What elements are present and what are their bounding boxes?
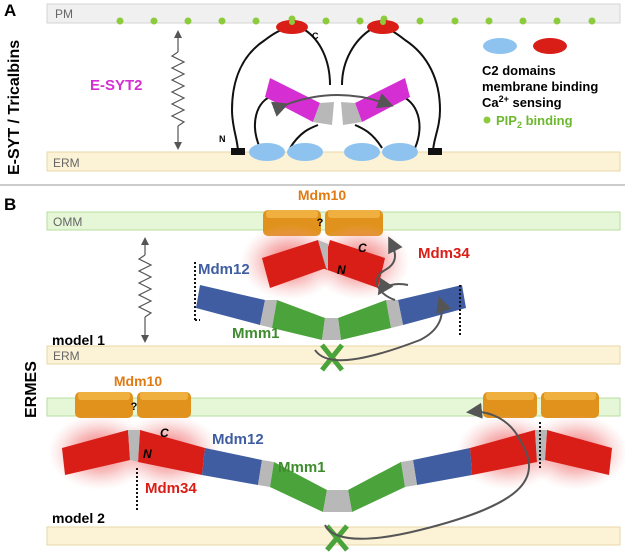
distance-spring-a: [170, 30, 186, 150]
c-term-label: C: [312, 31, 319, 41]
mmm1-right-2: [348, 462, 405, 512]
panel-a-letter: A: [4, 1, 16, 20]
mmm1-left-1: [272, 300, 325, 340]
erm-label-a: ERM: [53, 156, 80, 170]
c-term-label-2: C: [160, 426, 169, 440]
ermes-model-2: Mdm10 ? C N Mdm34: [48, 373, 625, 552]
pm-membrane: [46, 3, 621, 24]
model-2-label: model 2: [52, 510, 105, 526]
legend: C2 domains membrane binding Ca2+ sensing…: [482, 38, 598, 130]
esyt2-label: E-SYT2: [90, 77, 143, 94]
mdm12-right-2: [413, 448, 472, 485]
tm-cross-2: [325, 524, 349, 552]
pm-label: PM: [55, 7, 73, 21]
legend-red-swatch: [533, 38, 567, 54]
tm-anchor-left: [231, 148, 245, 155]
panel-b: B ERMES OMM ERM Mdm10 ?: [4, 187, 625, 552]
panel-a: A E-SYT / Tricalbins PM ERM E-SYT2: [4, 1, 621, 175]
n-term-label-1: N: [337, 263, 346, 277]
pip2-bound-left: [289, 19, 295, 25]
tm-anchor-right: [428, 148, 442, 155]
mdm12-right-1: [398, 285, 466, 325]
legend-green-dot: [483, 116, 491, 124]
question-mark-1: ?: [317, 217, 324, 229]
erm-membrane-a: [46, 151, 621, 172]
mdm10-label-1: Mdm10: [298, 187, 346, 203]
c2-domain-red-right: [367, 20, 399, 34]
pip2-bound-right: [380, 19, 386, 25]
n-term-label-2: N: [143, 447, 152, 461]
mmm1-label-2: Mmm1: [278, 459, 326, 476]
erm-label-b: ERM: [53, 349, 80, 363]
mdm34-left-2: [62, 430, 130, 475]
legend-line-2: membrane binding: [482, 79, 598, 94]
mmm1-label-1: Mmm1: [232, 325, 280, 342]
legend-line-3: Ca2+ sensing: [482, 94, 562, 110]
panel-b-side-label: ERMES: [23, 361, 40, 418]
mdm12-left-1: [196, 285, 265, 325]
legend-line-4: PIP2 binding: [496, 113, 573, 130]
mdm34-right-side-2: [545, 430, 612, 475]
panel-b-letter: B: [4, 195, 16, 214]
c-term-label-1: C: [358, 241, 367, 255]
legend-blue-swatch: [483, 38, 517, 54]
omm-label: OMM: [53, 215, 82, 229]
smp-domains: [265, 78, 410, 128]
mdm10-label-2: Mdm10: [114, 373, 162, 389]
mdm12-left-2: [202, 448, 262, 485]
ermes-model-1: Mdm10 ? C N Mdm34 Mdm12 Mmm1: [194, 187, 470, 372]
mdm34-left-1: [262, 240, 326, 288]
mdm12-label-2: Mdm12: [212, 431, 264, 448]
tm-cross-1: [320, 343, 344, 372]
distance-spring-b: [137, 237, 153, 343]
panel-a-side-label: E-SYT / Tricalbins: [6, 40, 23, 175]
c2-domains-blue: [249, 143, 418, 161]
mmm1-left-2: [270, 462, 327, 512]
question-mark-2: ?: [131, 401, 138, 413]
transfer-arrow-2: [324, 402, 530, 540]
mdm34-label-2: Mdm34: [145, 480, 197, 497]
transfer-arrow-1b: [314, 296, 452, 362]
pip2-dots: [116, 15, 596, 25]
mdm34-right-2: [138, 430, 205, 475]
mdm34-right-1: [322, 240, 385, 288]
mdm34-label-1: Mdm34: [418, 245, 470, 262]
esyt2-linkers: [230, 27, 442, 153]
model-1-label: model 1: [52, 332, 105, 348]
n-term-label: N: [219, 134, 226, 144]
legend-line-1: C2 domains: [482, 63, 556, 78]
mmm1-right-1: [338, 300, 391, 340]
lipid-transfer-arrow-a: [270, 93, 394, 117]
c2-domain-red-left: [276, 20, 308, 34]
mdm12-label-1: Mdm12: [198, 261, 250, 278]
